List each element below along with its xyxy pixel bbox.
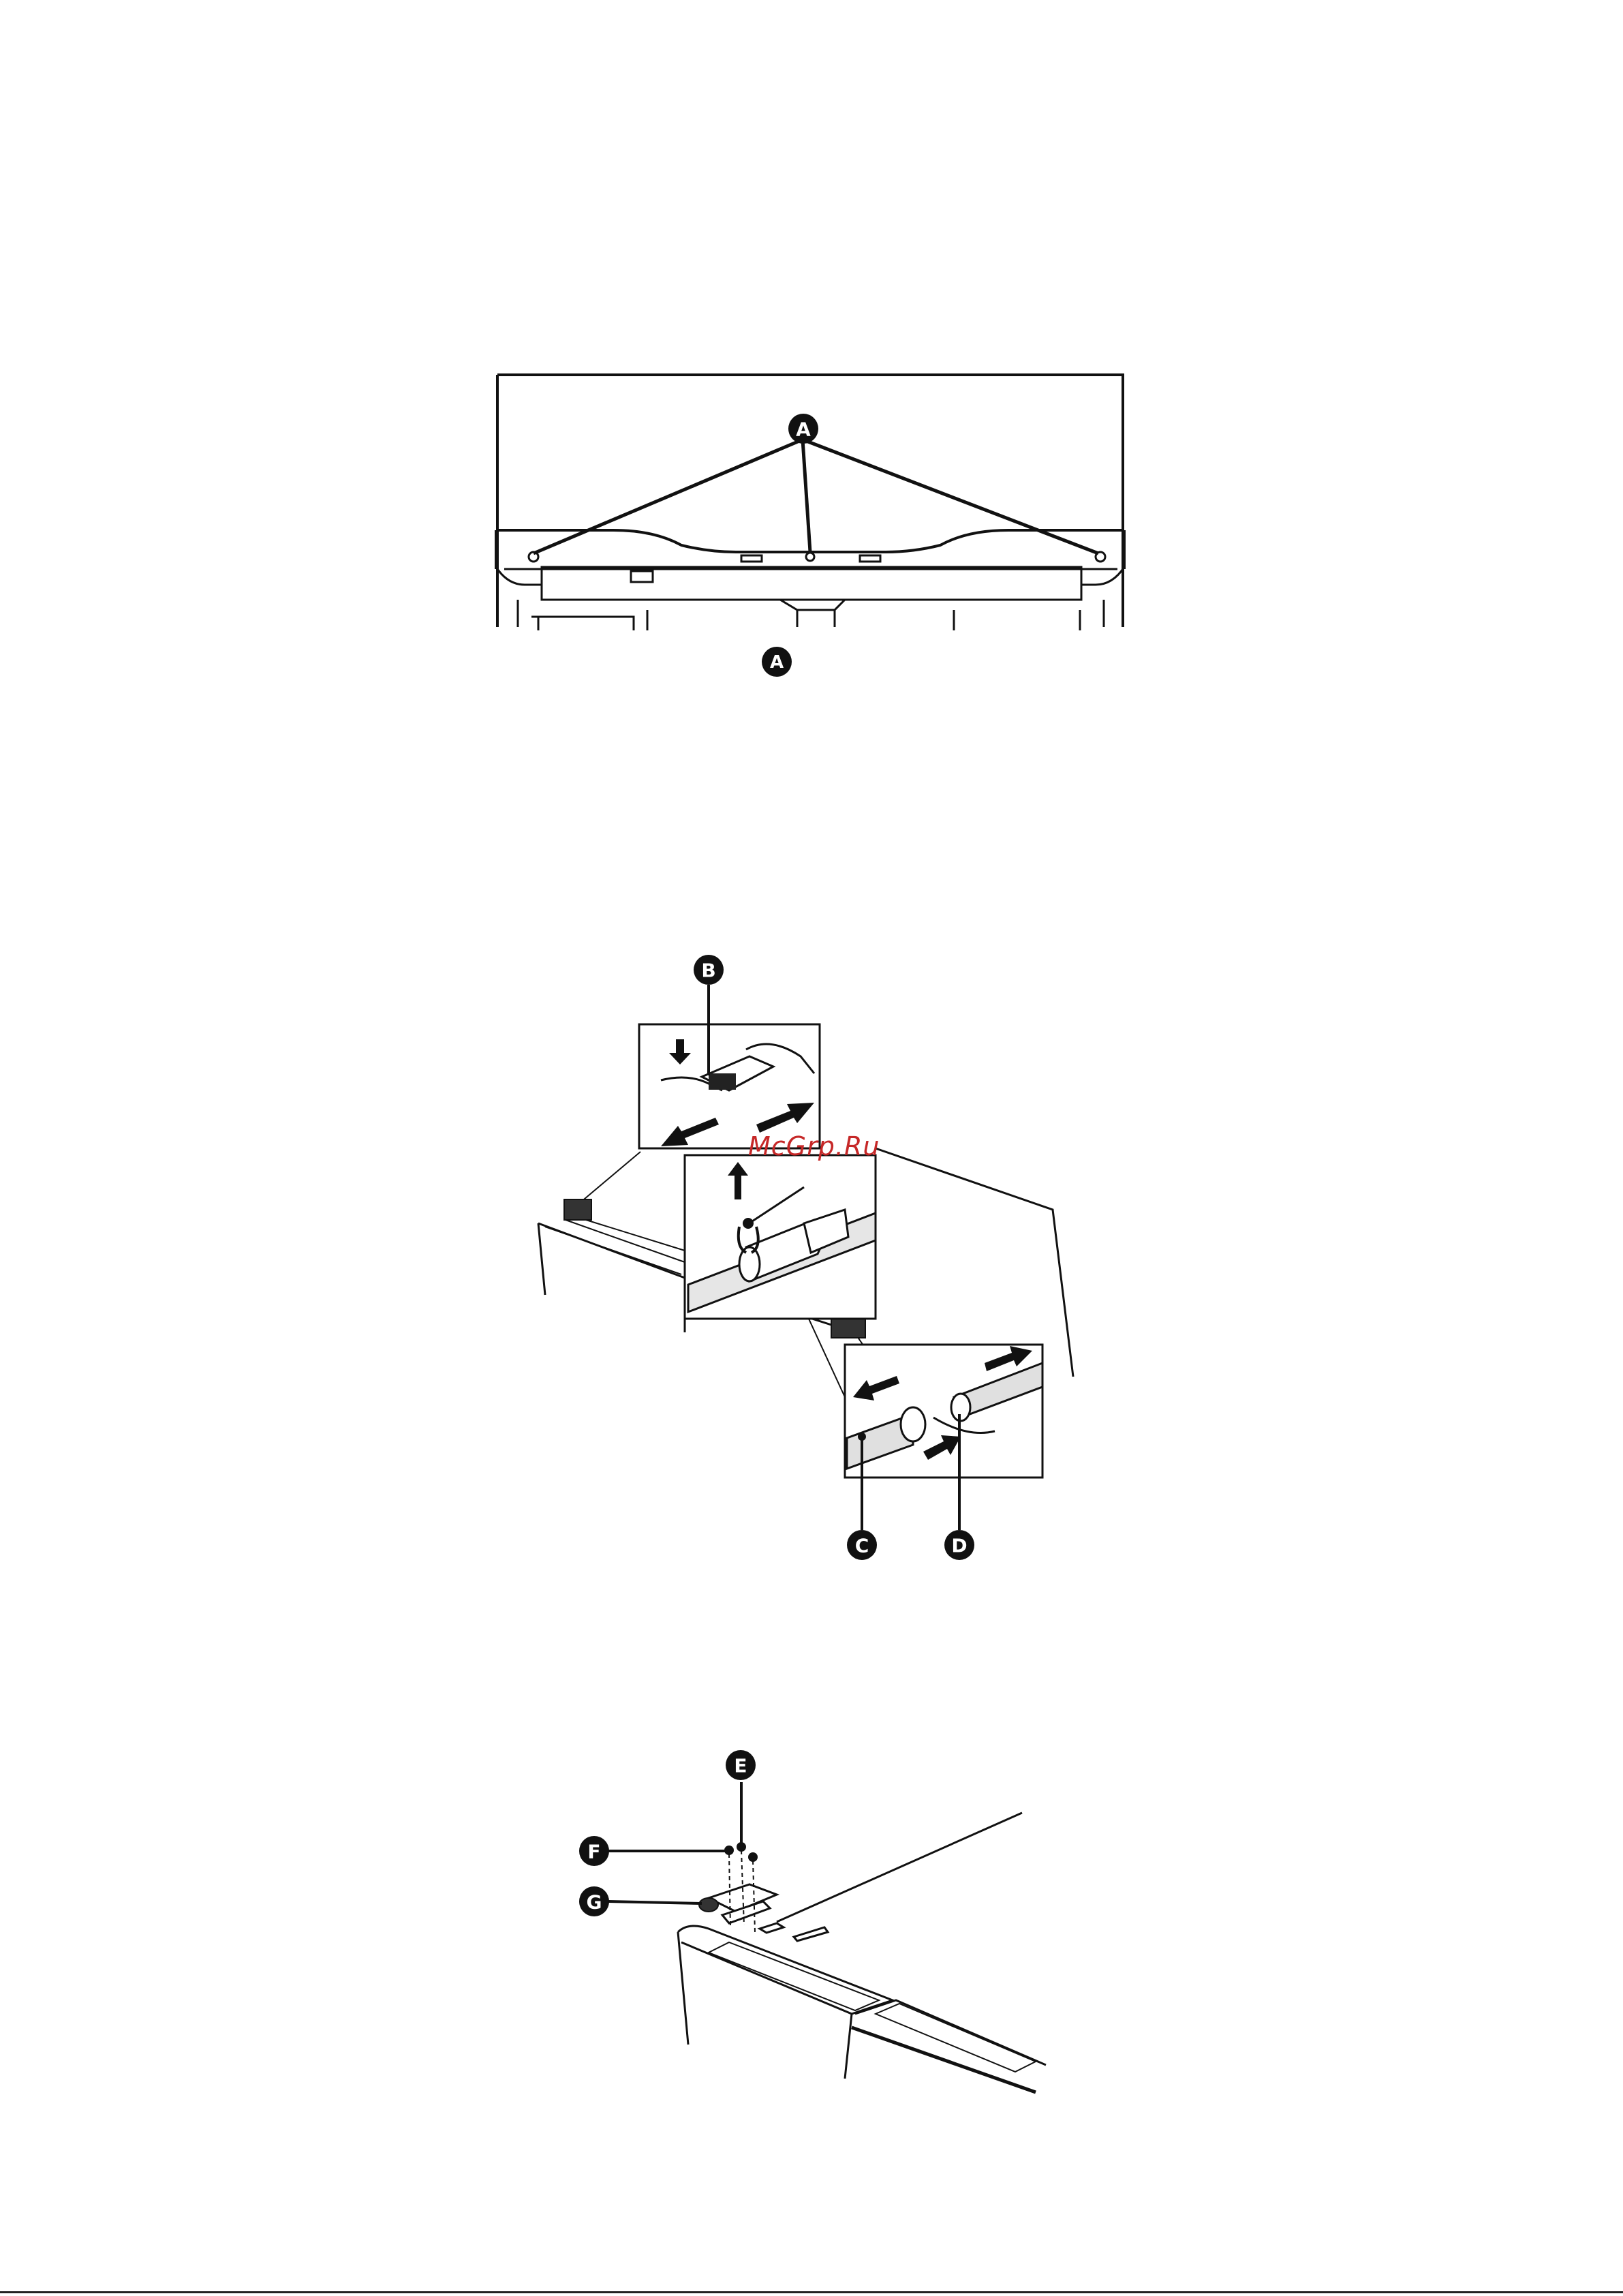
callout-a-top: A (788, 413, 819, 444)
page-bottom-rule (0, 2291, 1623, 2293)
callout-c: C (846, 1529, 878, 1561)
callout-g: G (578, 1886, 610, 1917)
svg-text:F: F (587, 1841, 600, 1863)
svg-text:B: B (701, 960, 715, 982)
svg-text:D: D (951, 1535, 967, 1557)
svg-text:C: C (855, 1535, 869, 1557)
figure-top-hinge-screws (0, 354, 1623, 695)
svg-text:A: A (770, 652, 784, 673)
callout-f: F (578, 1835, 610, 1867)
svg-text:G: G (587, 1891, 602, 1914)
callout-d: D (944, 1529, 975, 1561)
watermark-text: McGrp.Ru (748, 1131, 880, 1161)
figure-hinge-bracket (0, 1731, 1623, 2113)
callout-e: E (725, 1749, 756, 1781)
svg-text:A: A (796, 418, 811, 441)
figure-water-line-disconnect (0, 947, 1623, 1574)
callout-a-legend: A (761, 646, 792, 677)
callout-b: B (693, 954, 724, 985)
svg-text:E: E (734, 1755, 747, 1777)
